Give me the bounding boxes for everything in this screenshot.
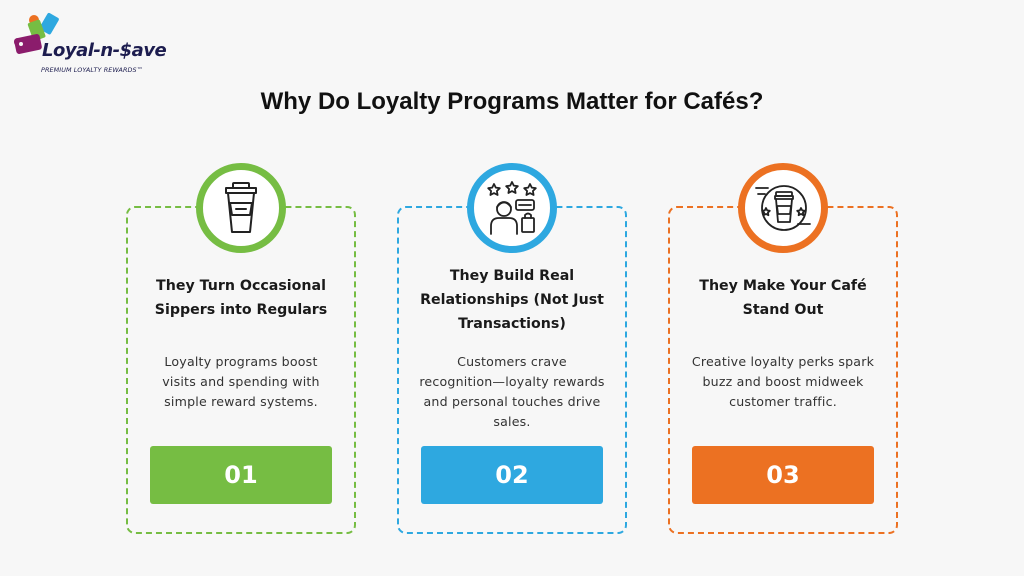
badge-2: [467, 163, 557, 253]
star-cup-icon: [755, 185, 811, 231]
tag-logo-icon: [14, 12, 59, 54]
brand-tagline: PREMIUM LOYALTY REWARDS™: [41, 66, 144, 74]
card-title: They Build Real Relationships (Not Just …: [420, 268, 604, 332]
brand-logo: Loyal-n-$ave PREMIUM LOYALTY REWARDS™: [12, 12, 192, 78]
card-text: Loyalty programs boost visits and spendi…: [162, 354, 320, 409]
card-number: 01: [150, 446, 332, 504]
card-text: Customers crave recognition—loyalty rewa…: [419, 354, 605, 429]
card-2: They Build Real Relationships (Not Just …: [397, 206, 627, 534]
brand-name: Loyal-n-$ave: [42, 40, 167, 61]
card-title: They Make Your Café Stand Out: [699, 278, 867, 318]
badge-1: [196, 163, 286, 253]
card-number: 03: [692, 446, 874, 504]
customer-rating-icon: [487, 181, 537, 235]
card-1: They Turn Occasional Sippers into Regula…: [126, 206, 356, 534]
page-title: Why Do Loyalty Programs Matter for Cafés…: [260, 88, 764, 115]
card-number: 02: [421, 446, 603, 504]
card-3: They Make Your Café Stand Out Creative l…: [668, 206, 898, 534]
badge-3: [738, 163, 828, 253]
card-text: Creative loyalty perks spark buzz and bo…: [691, 354, 875, 409]
card-title: They Turn Occasional Sippers into Regula…: [154, 278, 328, 318]
coffee-cup-icon: [225, 182, 257, 233]
